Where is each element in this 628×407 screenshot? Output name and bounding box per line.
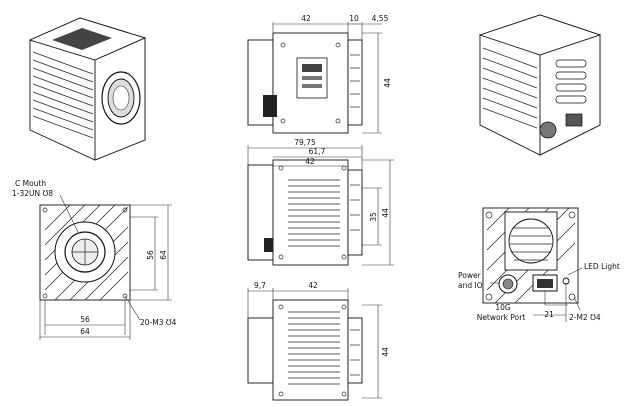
dim-top-gap: 10 bbox=[349, 14, 359, 23]
bottom-view bbox=[247, 288, 382, 401]
front-screw-spec: 20-M3 ℧4 bbox=[140, 318, 177, 327]
rear-led-light bbox=[562, 277, 570, 285]
iso-front-view bbox=[28, 17, 147, 161]
dim-side-inner-length: 42 bbox=[305, 157, 315, 166]
dim-side-total-length: 79,75 bbox=[294, 138, 316, 147]
iso-rear-view bbox=[478, 14, 602, 156]
top-view bbox=[247, 22, 382, 134]
c-mouth-label-line1: C Mouth bbox=[15, 179, 46, 188]
dim-top-offset: 4,55 bbox=[372, 14, 389, 23]
iso-front-heatsink-fins bbox=[32, 51, 94, 139]
dim-rear-port-spacing: 21 bbox=[544, 310, 554, 319]
dim-side-height: 44 bbox=[381, 208, 390, 218]
led-light-label: LED Light bbox=[584, 262, 620, 271]
network-port-label-line2: Network Port bbox=[477, 313, 526, 322]
front-view bbox=[39, 194, 172, 340]
power-io-label-line1: Power bbox=[458, 271, 482, 280]
iso-rear-network-port bbox=[565, 113, 583, 127]
iso-rear-vents bbox=[555, 59, 587, 104]
side-view bbox=[247, 145, 394, 266]
dim-front-body-height: 64 bbox=[159, 250, 168, 260]
dim-top-side-height: 44 bbox=[383, 78, 392, 88]
rear-screw-spec: 2-M2 ℧4 bbox=[569, 313, 601, 322]
dim-side-mount-height: 35 bbox=[369, 212, 378, 222]
dim-bottom-width: 42 bbox=[308, 281, 318, 290]
dim-bottom-height: 44 bbox=[381, 347, 390, 357]
network-port-label-line1: 10G bbox=[495, 303, 511, 312]
dim-front-hole-spacing-v: 56 bbox=[146, 250, 155, 260]
power-io-label-line2: and IO bbox=[458, 281, 483, 290]
c-mouth-label-line2: 1-32UN ℧8 bbox=[12, 189, 53, 198]
iso-rear-power-connector bbox=[539, 121, 557, 139]
dim-front-body-width: 64 bbox=[80, 327, 90, 336]
dim-bottom-offset: 9,7 bbox=[254, 281, 266, 290]
dim-top-width: 42 bbox=[301, 14, 311, 23]
rear-view bbox=[482, 207, 583, 322]
dim-side-body-length: 61,7 bbox=[309, 147, 326, 156]
dim-front-hole-spacing-h: 56 bbox=[80, 315, 90, 324]
